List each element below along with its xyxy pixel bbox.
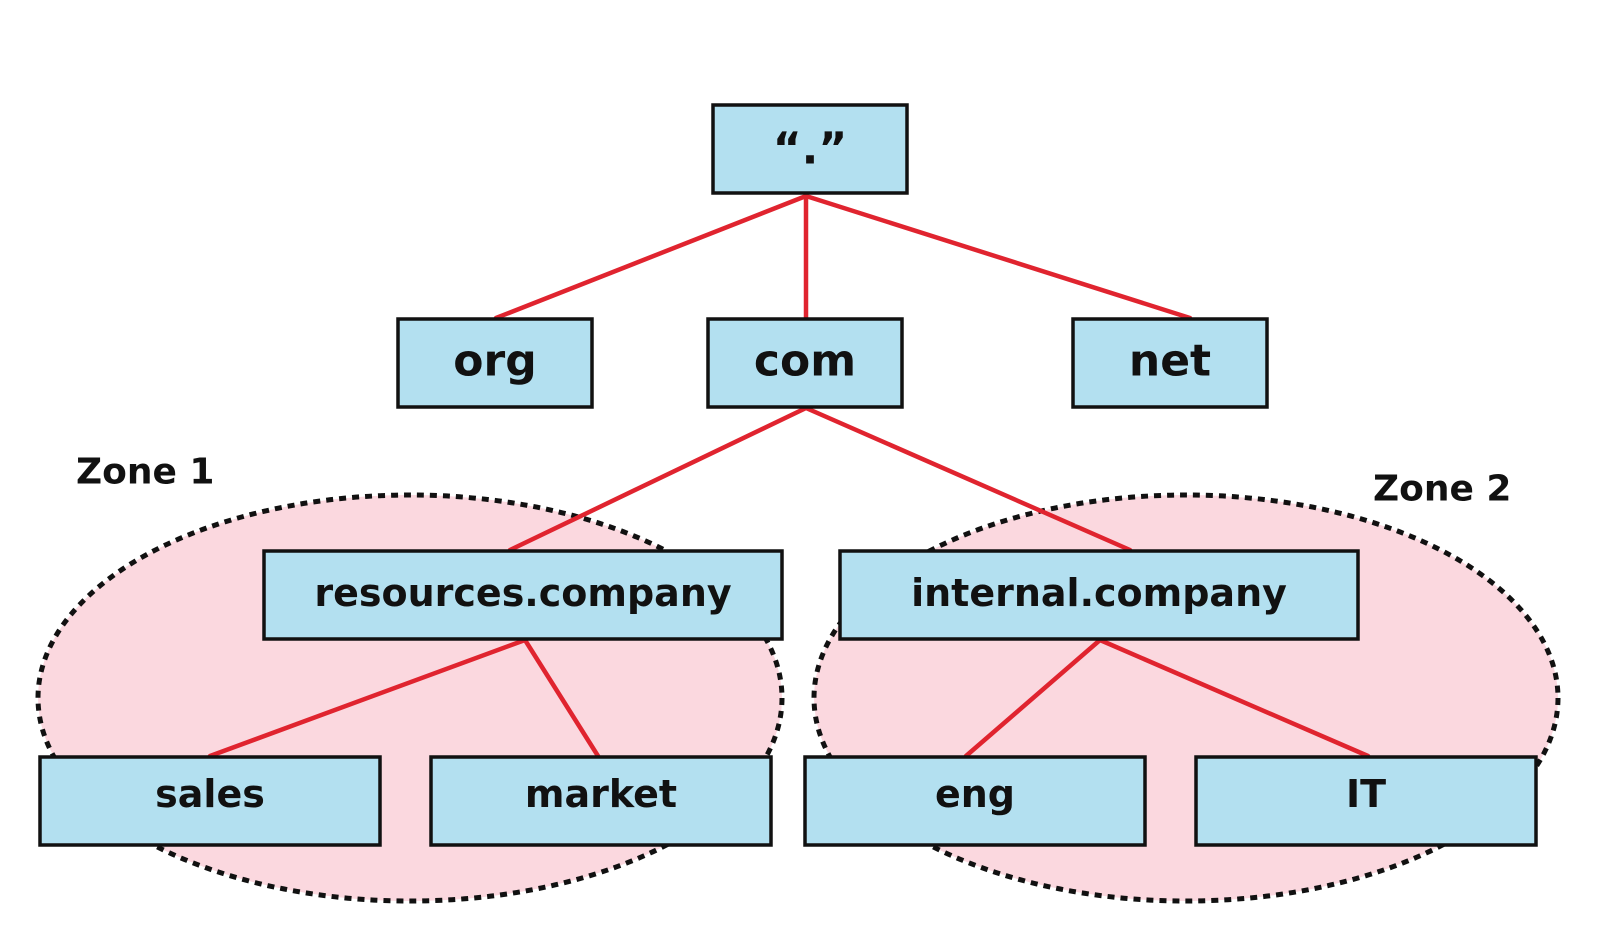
node-market-box: [429, 755, 773, 847]
edge-resources-sales: [207, 637, 528, 759]
node-it-label: IT: [1346, 772, 1386, 816]
node-com-box: [706, 317, 904, 409]
node-market: market: [429, 755, 773, 847]
zone-1-label: Zone 1: [76, 452, 214, 493]
node-net-box: [1071, 317, 1269, 409]
node-org-box: [396, 317, 594, 409]
zone-2-label: Zone 2: [1373, 469, 1511, 510]
node-resources-company: resources.company: [262, 549, 784, 641]
node-root-label: “.”: [773, 124, 848, 175]
node-sales-label: sales: [155, 772, 265, 816]
node-internal-company-label: internal.company: [911, 571, 1287, 615]
node-eng-box: [803, 755, 1147, 847]
tree-edges: [207, 193, 1371, 759]
node-org: org: [396, 317, 594, 409]
node-resources-company-box: [262, 549, 784, 641]
node-it-box: [1194, 755, 1538, 847]
node-sales-box: [38, 755, 382, 847]
node-internal-company-box: [838, 549, 1360, 641]
edge-com-internal: [803, 405, 1133, 553]
node-internal-company: internal.company: [838, 549, 1360, 641]
edge-resources-market: [522, 637, 601, 759]
node-net: net: [1071, 317, 1269, 409]
edge-internal-eng: [963, 637, 1103, 759]
edge-com-resources: [507, 405, 809, 553]
node-com: com: [706, 317, 904, 409]
node-com-label: com: [754, 336, 856, 387]
edge-root-net: [803, 193, 1193, 321]
node-sales: sales: [38, 755, 382, 847]
edge-root-org: [493, 193, 809, 321]
node-net-label: net: [1129, 336, 1211, 387]
node-root: “.”: [711, 103, 909, 195]
edge-internal-it: [1097, 637, 1371, 759]
node-org-label: org: [453, 336, 536, 387]
node-root-box: [711, 103, 909, 195]
node-it: IT: [1194, 755, 1538, 847]
node-eng-label: eng: [935, 772, 1015, 816]
node-eng: eng: [803, 755, 1147, 847]
node-market-label: market: [525, 772, 677, 816]
node-resources-company-label: resources.company: [314, 571, 732, 615]
